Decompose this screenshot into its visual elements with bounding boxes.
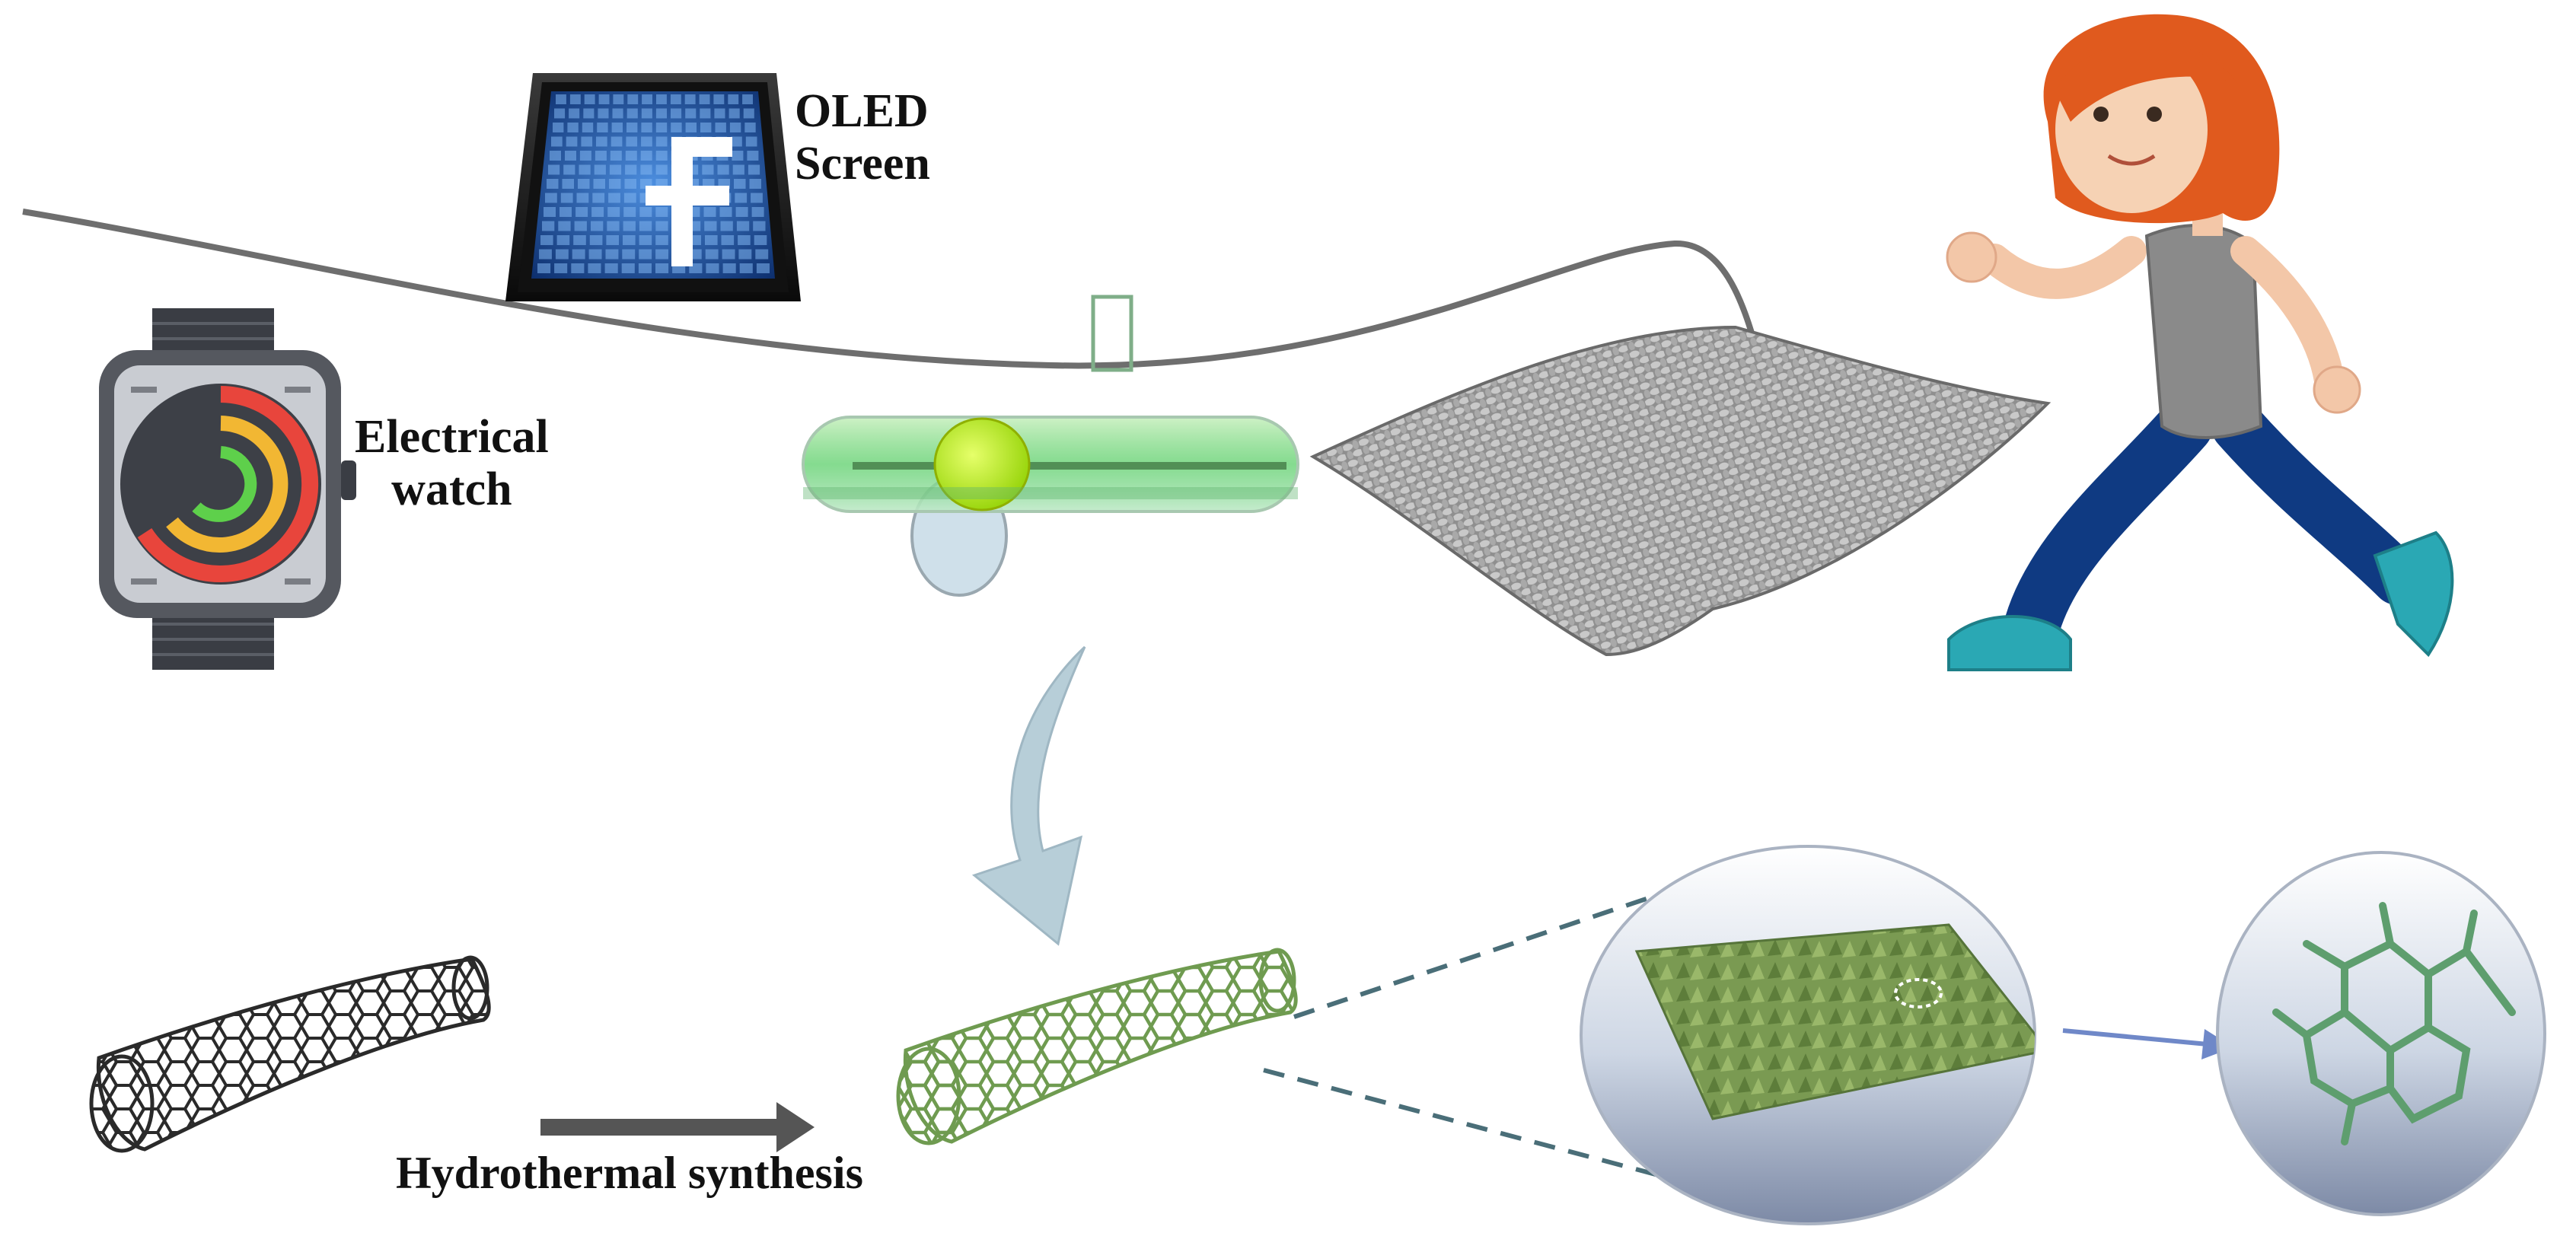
fiber-zoom-box <box>1091 295 1133 372</box>
synthesis-arrow <box>540 1102 815 1152</box>
zoom-line-top <box>1293 877 1706 1019</box>
oled-screen-label: OLED Screen <box>795 85 930 191</box>
hydrothermal-synthesis-label: Hydrothermal synthesis <box>396 1148 863 1198</box>
carbon-nanotube-pristine <box>89 955 491 1153</box>
carbon-nanotube-coated <box>896 948 1298 1145</box>
oled-label-line2: Screen <box>795 138 930 190</box>
electrical-watch-label: Electrical watch <box>355 411 549 517</box>
watch-label-line1: Electrical <box>355 411 549 463</box>
fiber-line <box>22 209 1761 369</box>
oled-screen-icon <box>505 73 801 301</box>
molecular-structure-zoom <box>2216 851 2546 1216</box>
woven-fabric <box>1309 325 2052 657</box>
watch-label-line2: watch <box>391 464 512 516</box>
smartwatch-icon <box>99 308 356 670</box>
zoom-arrow <box>2062 1028 2233 1059</box>
running-woman-figure <box>1946 14 2454 671</box>
down-curved-arrow <box>971 645 1086 946</box>
oled-label-line1: OLED <box>795 85 929 137</box>
nanosheet-surface-zoom <box>1580 845 2036 1225</box>
fiber-cross-section <box>802 416 1299 597</box>
zoom-line-bottom <box>1263 1068 1691 1186</box>
